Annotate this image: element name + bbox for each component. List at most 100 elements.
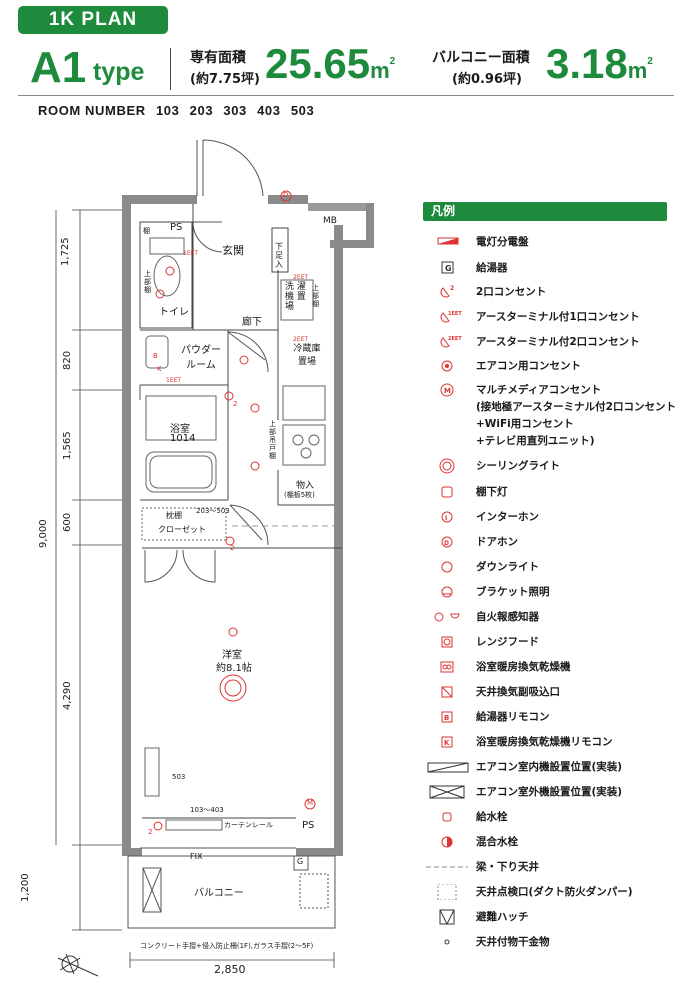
dim-1725: 1,725 bbox=[60, 237, 71, 266]
beam-line-icon bbox=[424, 859, 470, 875]
legend-label: 自火報感知器 bbox=[476, 611, 539, 623]
fix-label: FIX bbox=[190, 852, 203, 861]
legend-label: ドアホン bbox=[476, 536, 518, 548]
water-tap-icon bbox=[424, 809, 470, 825]
m-mark: M bbox=[307, 799, 314, 807]
balcony-area-number: 3.18 bbox=[546, 40, 628, 87]
door-phone-icon: D bbox=[424, 534, 470, 550]
balcony-area-label: バルコニー面積 bbox=[432, 50, 530, 66]
svg-text:K: K bbox=[444, 739, 450, 747]
legend-label: 天井換気副吸込口 bbox=[476, 686, 560, 698]
svg-text:I: I bbox=[445, 515, 447, 522]
k-mark: K bbox=[157, 365, 162, 373]
ceiling-light-mark bbox=[219, 674, 247, 702]
heater-remote-icon: B bbox=[424, 709, 470, 725]
outlet-earth-2-icon: 2EET bbox=[424, 334, 470, 350]
legend-label: 浴室暖房換気乾燥機リモコン bbox=[476, 736, 613, 748]
ceiling-light-icon bbox=[424, 458, 470, 474]
area-unit-base: m bbox=[370, 58, 390, 83]
upper-hanging-label: 上部吊戸棚 bbox=[269, 420, 276, 460]
balcony-note-label: コンクリート手摺+侵入防止柵(1F),ガラス手摺(2～5F) bbox=[140, 942, 314, 950]
area-unit-sup: 2 bbox=[389, 56, 396, 67]
d-mark: D bbox=[283, 191, 289, 199]
legend-label: 梁・下り天井 bbox=[476, 861, 539, 873]
legend-label: ダウンライト bbox=[476, 561, 539, 573]
blank-icon bbox=[424, 433, 470, 449]
legend-label: 混合水栓 bbox=[476, 836, 518, 848]
closet-label: クローゼット bbox=[158, 525, 206, 534]
area-unit: m2 bbox=[370, 56, 396, 83]
outlet-earth-1-icon: 1EET bbox=[424, 309, 470, 325]
tana-label: 棚 bbox=[143, 227, 150, 235]
range-hood-icon bbox=[424, 634, 470, 650]
room-number: 203 bbox=[189, 103, 214, 118]
exclusive-area-tsubo: (約7.75坪) bbox=[190, 72, 260, 87]
g-mark-label: G bbox=[297, 857, 304, 866]
eet2-mark: 2EET bbox=[293, 274, 309, 281]
escape-hatch-icon bbox=[424, 909, 470, 925]
outlet-2-icon: 2 bbox=[424, 284, 470, 300]
balcony-unit-base: m bbox=[627, 58, 648, 83]
legend-label: 天井付物干金物 bbox=[476, 936, 550, 948]
water-heater-icon: G bbox=[424, 260, 470, 276]
fire-alarm-icon bbox=[424, 609, 470, 625]
room-numbers: ROOM NUMBER 103 203 303 403 503 bbox=[38, 103, 320, 118]
eet-mark: 1EET bbox=[166, 377, 182, 384]
room-number: 403 bbox=[257, 103, 281, 118]
b-mark: B bbox=[153, 352, 158, 360]
exclusive-area-number: 25.65 bbox=[265, 40, 371, 87]
dim-2850: 2,850 bbox=[214, 963, 246, 976]
legend-label: 電灯分電盤 bbox=[476, 236, 529, 248]
legend-label: 浴室暖房換気乾燥機 bbox=[476, 661, 571, 673]
intercom-icon: I bbox=[424, 509, 470, 525]
electric-marks bbox=[153, 190, 316, 831]
storage-note-label: (棚板5枚) bbox=[284, 491, 315, 499]
outlet-2-mark: 2 bbox=[233, 400, 238, 408]
youshitsu-size-label: 約8.1帖 bbox=[216, 663, 252, 674]
ceiling-hook-icon bbox=[424, 934, 470, 950]
legend-label: ブラケット照明 bbox=[476, 586, 550, 598]
balcony-area-value: 3.18m2 bbox=[546, 40, 653, 88]
legend-label: インターホン bbox=[476, 511, 539, 523]
bath-dryer-icon bbox=[424, 659, 470, 675]
closet-note-label: 203～503 bbox=[196, 507, 230, 515]
legend-label: アースターミナル付1口コンセント bbox=[476, 311, 640, 323]
blank-icon bbox=[424, 416, 470, 432]
dim-1565: 1,565 bbox=[62, 431, 73, 460]
bracket-light-icon bbox=[424, 584, 470, 600]
balcony-label: バルコニー bbox=[194, 888, 244, 899]
downlight-icon bbox=[424, 559, 470, 575]
legend-label: シーリングライト bbox=[476, 460, 560, 472]
legend-label: 棚下灯 bbox=[476, 486, 508, 498]
youshitsu-label: 洋室 bbox=[222, 650, 242, 661]
balcony-area-tsubo: (約0.96坪) bbox=[452, 72, 522, 87]
multimedia-outlet-icon: M bbox=[424, 382, 470, 398]
rouka-label: 廊下 bbox=[242, 317, 262, 328]
balcony-unit-sup: 2 bbox=[647, 56, 653, 67]
legend-label: (接地極アースターミナル付2口コンセント bbox=[476, 401, 676, 413]
bath-size-label: 1014 bbox=[170, 433, 196, 444]
blank-icon bbox=[424, 399, 470, 415]
ceiling-vent-icon bbox=[424, 684, 470, 700]
legend-label: 天井点検口(ダクト防火ダンパー) bbox=[476, 886, 633, 898]
ps-top-label: PS bbox=[170, 222, 183, 233]
header-rule bbox=[18, 95, 674, 96]
room-number: 103 bbox=[155, 103, 180, 118]
legend-label: レンジフード bbox=[476, 636, 539, 648]
legend-label: エアコン室外機設置位置(実装) bbox=[476, 786, 623, 798]
legend-label: 給湯器リモコン bbox=[476, 711, 550, 723]
legend-label: 給水栓 bbox=[476, 811, 508, 823]
legend-label: 2口コンセント bbox=[476, 286, 547, 298]
under-shelf-light-icon bbox=[424, 484, 470, 500]
svg-text:2: 2 bbox=[450, 285, 454, 292]
exclusive-area-label: 専有面積 bbox=[190, 50, 246, 66]
bath-dryer-remote-icon: K bbox=[424, 734, 470, 750]
dim-600: 600 bbox=[62, 512, 73, 532]
legend-label: 避難ハッチ bbox=[476, 911, 529, 923]
outlet-2-mark: 2 bbox=[148, 828, 153, 836]
genkan-label: 玄関 bbox=[222, 244, 244, 257]
dim-1200: 1,200 bbox=[20, 873, 31, 902]
washer-text: 洗 濯 機 置 場 bbox=[285, 282, 306, 312]
exclusive-area-value: 25.65m2 bbox=[265, 40, 395, 88]
